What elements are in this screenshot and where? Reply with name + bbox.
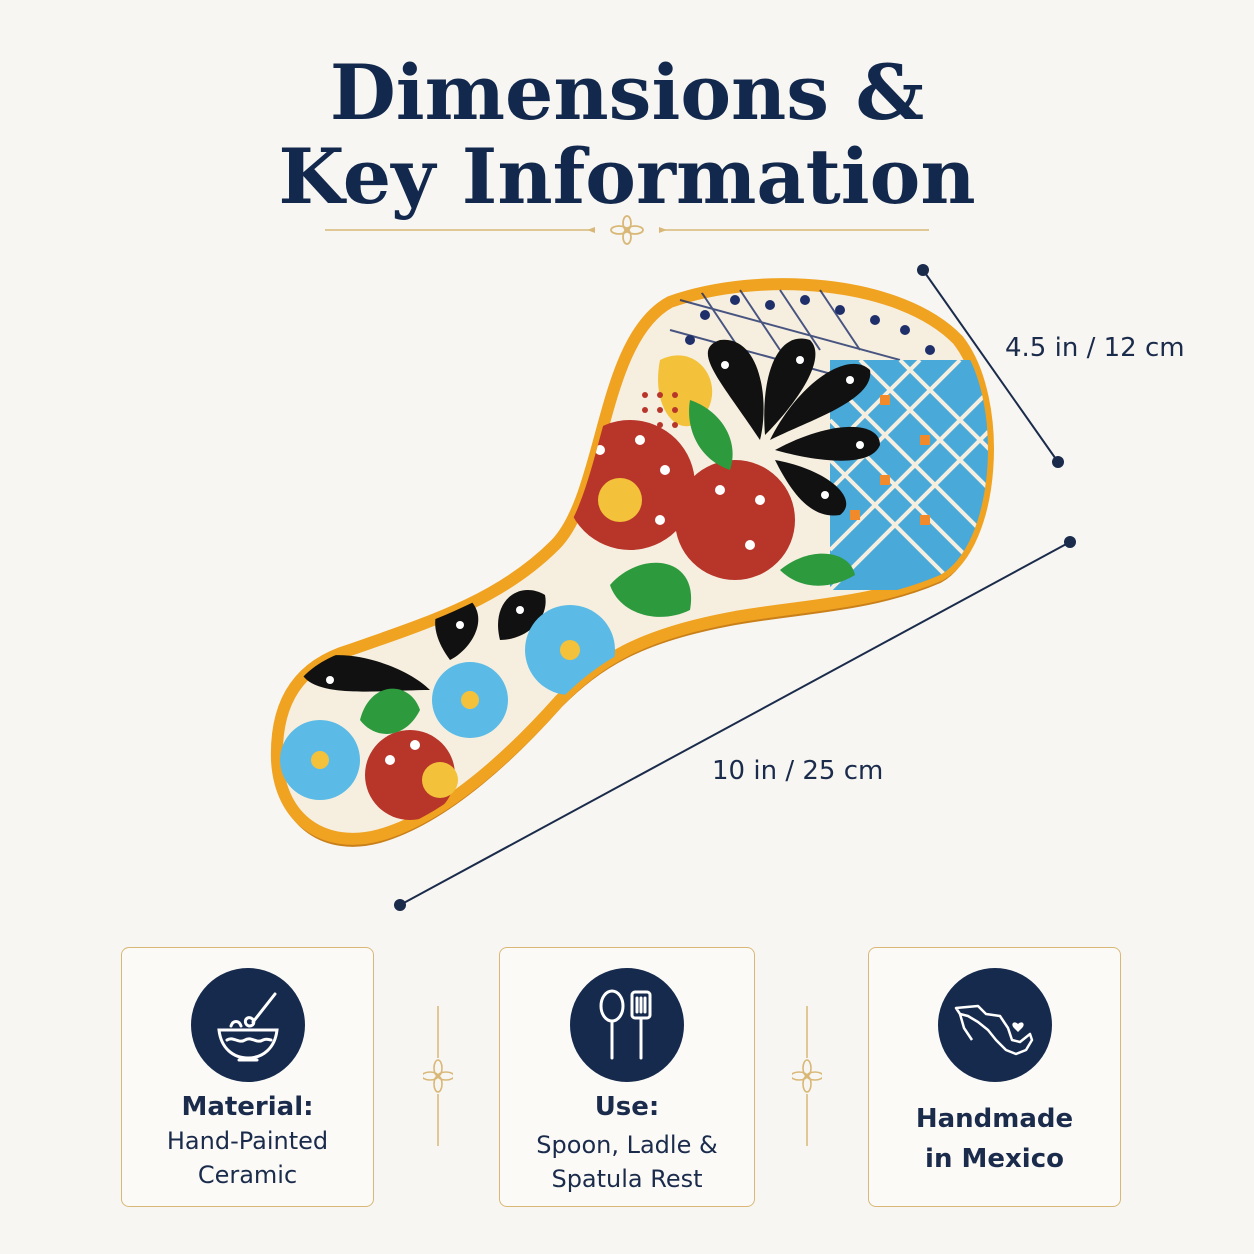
mexico-map-heart-icon xyxy=(937,968,1052,1082)
feature-label-origin-line2: in Mexico xyxy=(925,1144,1064,1174)
ornament-divider xyxy=(325,215,929,245)
feature-label-origin-line1: Handmade xyxy=(915,1104,1074,1134)
ornament-separator-left xyxy=(423,1006,453,1146)
paint-bowl-icon xyxy=(190,968,305,1082)
feature-desc-material-line2: Ceramic xyxy=(197,1161,298,1189)
feature-card-use: Use: Spoon, Ladle & Spatula Rest xyxy=(499,947,755,1207)
page-title-line2: Key Information xyxy=(278,132,976,221)
feature-label-material: Material: xyxy=(181,1092,314,1122)
feature-label-use: Use: xyxy=(594,1092,660,1122)
length-dimension-line xyxy=(394,536,1076,911)
spoon-spatula-icon xyxy=(570,968,684,1082)
width-dimension-line xyxy=(917,264,1064,468)
feature-desc-use-line1: Spoon, Ladle & xyxy=(536,1131,718,1159)
feature-card-origin: Handmade in Mexico xyxy=(868,947,1121,1207)
spoon-rest-image xyxy=(270,278,994,847)
feature-desc-material-line1: Hand-Painted xyxy=(166,1127,329,1155)
width-dimension-label: 4.5 in / 12 cm xyxy=(1005,333,1185,363)
length-dimension-label: 10 in / 25 cm xyxy=(712,756,884,786)
page-title-line1: Dimensions & xyxy=(329,48,925,137)
ornament-separator-right xyxy=(792,1006,822,1146)
feature-desc-use-line2: Spatula Rest xyxy=(551,1165,703,1193)
feature-card-material: Material: Hand-Painted Ceramic xyxy=(121,947,374,1207)
